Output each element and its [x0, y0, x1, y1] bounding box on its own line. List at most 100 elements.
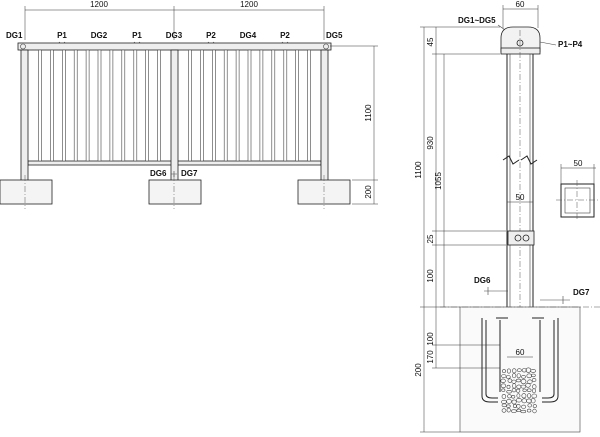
label-dg1: DG1	[6, 31, 23, 40]
gravel-stone	[520, 409, 527, 414]
gravel-stone	[501, 369, 506, 373]
label-dg7-side: DG7	[573, 288, 590, 297]
gravel-stone	[531, 377, 537, 382]
gravel-stone	[506, 384, 511, 389]
balusters	[38, 49, 311, 162]
gravel-stone	[532, 408, 537, 414]
concrete-block	[459, 306, 581, 433]
baluster	[157, 49, 161, 162]
section-dim: 50	[574, 159, 583, 168]
gravel-stone	[506, 398, 512, 404]
gravel-stone	[516, 373, 521, 379]
gravel-stone	[532, 388, 536, 394]
baluster	[121, 49, 126, 162]
sleeve	[499, 320, 541, 392]
gravel-stone	[505, 375, 511, 379]
gravel-stone	[521, 374, 526, 379]
label-dg6-side: DG6	[474, 276, 491, 285]
gravel-stone	[506, 407, 511, 413]
label-p2-a: P2	[206, 31, 216, 40]
break-mark-left	[502, 155, 520, 165]
gravel-stone	[515, 378, 522, 383]
gravel-fill	[500, 367, 538, 414]
baluster	[283, 49, 288, 162]
dim-25: 25	[426, 234, 435, 243]
gravel-stone	[530, 398, 536, 404]
leader-rail	[539, 41, 557, 46]
baluster	[247, 49, 252, 162]
gravel-stone	[526, 408, 532, 413]
gravel-stone	[506, 404, 511, 408]
anchor-dg6	[484, 287, 508, 295]
dim-bottom-width: 60	[516, 348, 525, 357]
gravel-stone	[526, 373, 532, 379]
baluster	[295, 49, 300, 162]
baluster	[235, 49, 240, 162]
gravel-stone	[506, 368, 511, 374]
gravel-stone	[530, 369, 537, 373]
label-cap-range: DG1~DG5	[458, 16, 496, 25]
anchor-mark	[171, 171, 177, 177]
gravel-stone	[511, 368, 517, 374]
dim-45: 45	[426, 37, 435, 46]
post-left	[20, 49, 29, 182]
gravel-stone	[501, 408, 507, 413]
gravel-stone	[530, 373, 536, 378]
gravel-stone	[526, 398, 532, 404]
dim-1055: 1055	[434, 172, 443, 190]
rebar-right-inner	[542, 320, 555, 399]
bracket-bolt-1	[514, 234, 522, 242]
rail-end-cap-right	[323, 43, 329, 50]
dim-1100: 1100	[414, 161, 423, 179]
bracket-bolt-2	[522, 234, 530, 242]
dim-930: 930	[426, 136, 435, 150]
rail-end-cap-left	[20, 43, 26, 50]
dim-100-lower: 100	[426, 332, 435, 346]
label-dg3: DG3	[166, 31, 183, 40]
gravel-stone	[527, 403, 532, 408]
baluster	[271, 49, 276, 162]
dim-height: 1100	[364, 104, 373, 122]
gravel-stone	[525, 382, 531, 388]
post-middle	[170, 49, 179, 182]
baluster	[223, 49, 228, 162]
baluster	[38, 49, 42, 162]
baluster	[307, 49, 311, 162]
dim-100-upper: 100	[426, 269, 435, 283]
baluster	[85, 49, 90, 162]
gravel-stone	[516, 393, 521, 398]
top-rail	[17, 42, 332, 51]
cap-band	[500, 47, 541, 55]
post-right	[320, 49, 329, 182]
gravel-stone	[511, 399, 517, 405]
gravel-stone	[522, 388, 527, 392]
baluster	[212, 49, 216, 162]
baluster	[133, 49, 138, 162]
gravel-stone	[526, 388, 532, 392]
baluster	[97, 49, 102, 162]
gravel-stone	[516, 368, 522, 373]
baluster	[188, 49, 192, 162]
footing-middle	[148, 179, 202, 205]
gravel-stone	[521, 368, 527, 373]
gravel-stone	[501, 393, 507, 399]
footing-left	[0, 179, 53, 205]
gravel-stone	[527, 393, 532, 399]
label-dg4: DG4	[240, 31, 257, 40]
gravel-stone	[511, 395, 516, 399]
gravel-stone	[521, 404, 527, 409]
gravel-stone	[501, 388, 506, 392]
anchor-dg7	[540, 296, 570, 304]
dim-200: 200	[414, 363, 423, 377]
baluster	[145, 49, 149, 162]
gravel-stone	[500, 383, 507, 389]
label-dg2: DG2	[91, 31, 108, 40]
dim-top-width: 60	[516, 0, 525, 9]
gravel-stone	[516, 408, 522, 413]
section-inner	[564, 187, 591, 214]
baluster	[49, 49, 54, 162]
gravel-stone	[520, 378, 527, 385]
baluster	[259, 49, 264, 162]
